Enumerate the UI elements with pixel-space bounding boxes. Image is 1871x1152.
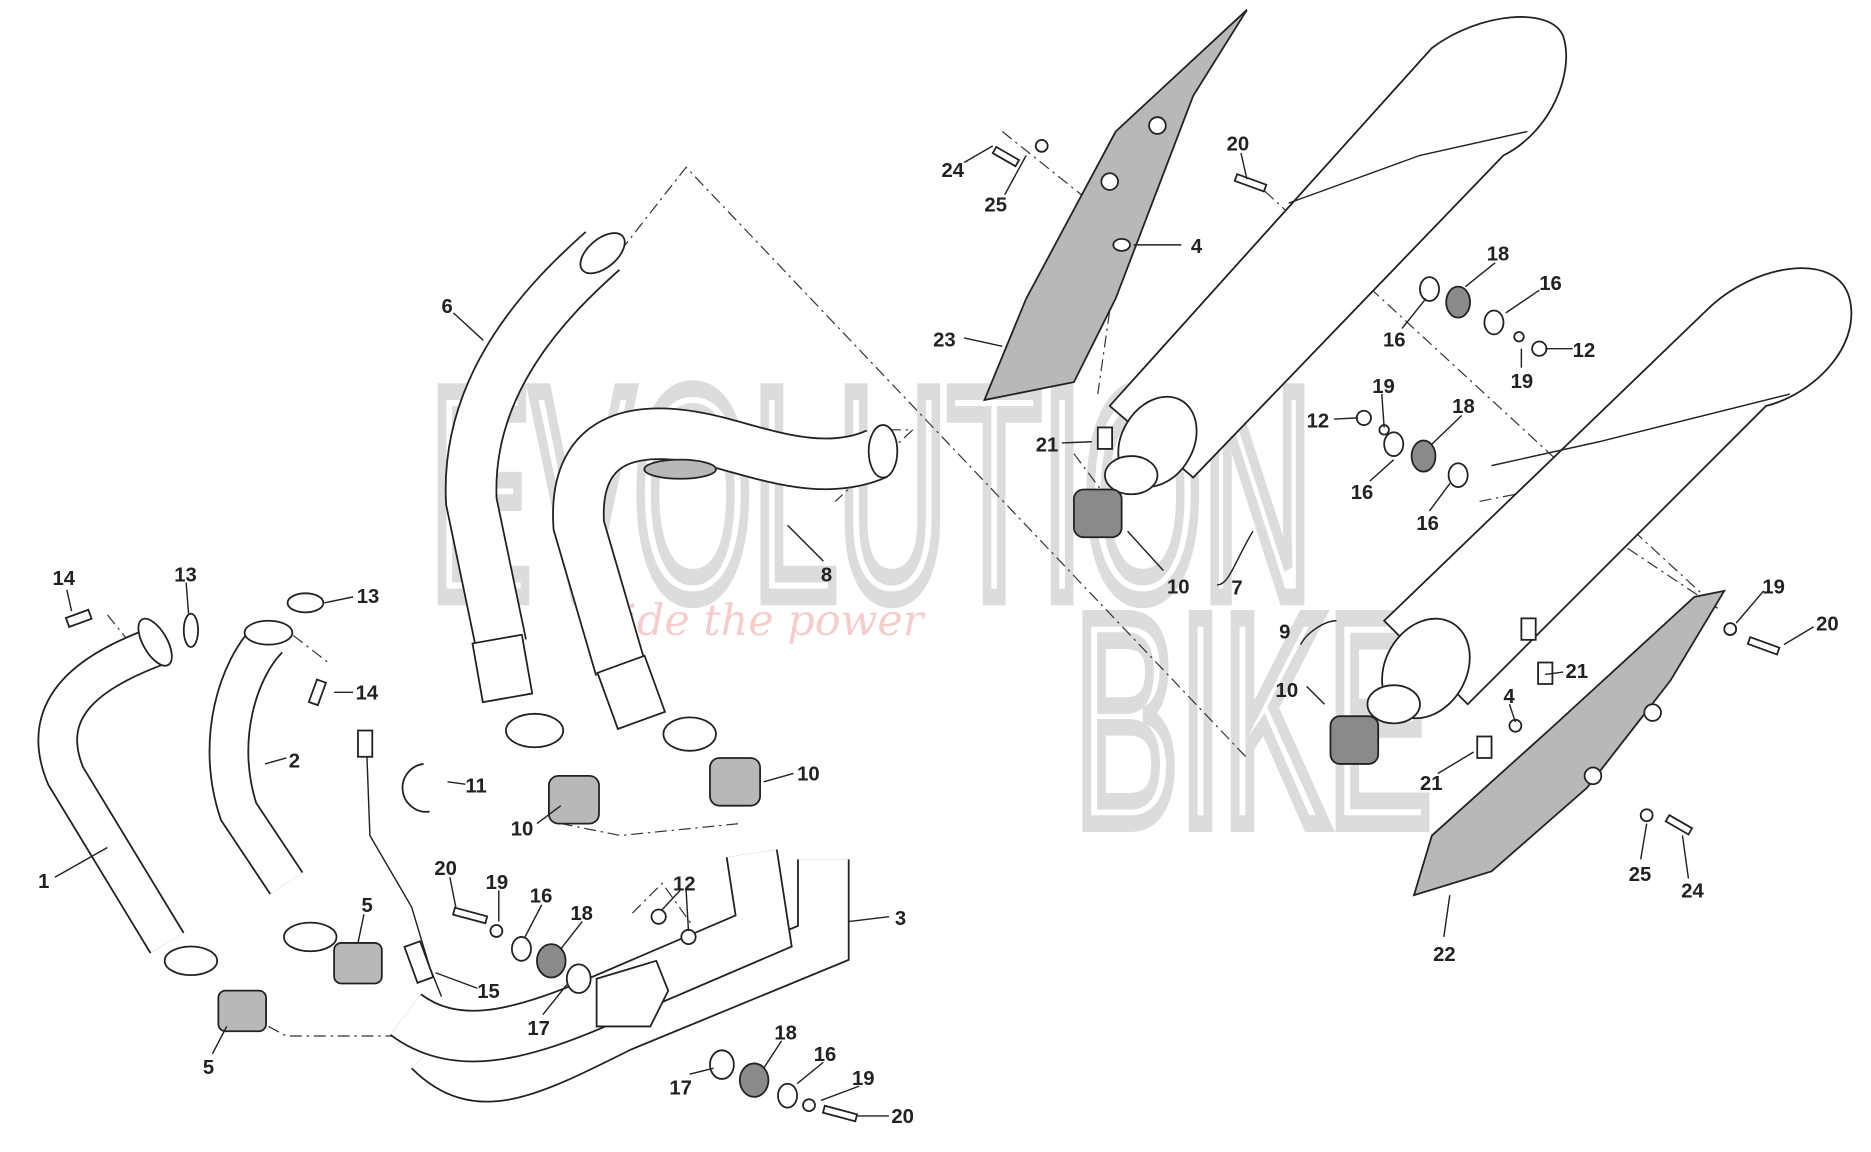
callout: 22	[1433, 944, 1456, 966]
callout: 16	[1416, 513, 1439, 535]
callout: 20	[1227, 134, 1250, 156]
callout: 12	[673, 873, 696, 895]
callout: 12	[1307, 410, 1330, 432]
collector-pipe-3	[389, 849, 850, 1103]
watermark-bike: BIKE	[1074, 555, 1432, 888]
callout: 2	[289, 751, 300, 773]
callout: 24	[1681, 881, 1704, 903]
callout: 24	[941, 160, 964, 182]
callout: 11	[465, 776, 486, 798]
callout: 17	[669, 1077, 692, 1099]
callout: 19	[852, 1068, 875, 1090]
callout: 25	[1629, 864, 1652, 886]
callout: 16	[1539, 273, 1562, 295]
callout: 6	[441, 296, 452, 318]
callout: 21	[1036, 434, 1059, 456]
callout: 16	[530, 885, 553, 907]
link-pipe-8	[552, 407, 899, 731]
bolt-14	[64, 608, 93, 629]
leader-lines	[54, 145, 1815, 1117]
callout: 1	[38, 871, 49, 893]
gasket-13	[286, 592, 325, 614]
callout: 14	[356, 683, 379, 705]
callout: 17	[527, 1018, 550, 1040]
callout: 23	[933, 329, 956, 351]
bolt-14	[307, 678, 328, 707]
callout: 18	[774, 1023, 797, 1045]
heat-shield-23	[982, 9, 1248, 402]
callout: 4	[1503, 686, 1515, 708]
heat-shield-22	[1412, 589, 1727, 897]
sleeve-5	[217, 989, 267, 1033]
callout: 13	[357, 586, 380, 608]
header-pipe-1	[37, 617, 185, 954]
gasket-13	[182, 612, 199, 648]
callout: 10	[511, 819, 534, 841]
callout: 21	[1566, 661, 1589, 683]
silencer-upper-7	[1073, 16, 1568, 539]
sleeve-10	[709, 757, 761, 807]
link-pipe-6	[444, 231, 626, 704]
silencer-lower-9	[1329, 267, 1853, 765]
callout: 21	[1420, 773, 1443, 795]
callout: 18	[570, 903, 593, 925]
sleeve-5	[333, 942, 383, 985]
callout: 12	[1573, 340, 1596, 362]
callout: 16	[1383, 329, 1406, 351]
callout: 20	[891, 1106, 914, 1128]
callout: 9	[1279, 622, 1290, 644]
callout: 25	[984, 194, 1007, 216]
callout: 19	[486, 872, 509, 894]
callout: 8	[821, 564, 832, 586]
callout: 18	[1487, 243, 1510, 265]
clip-11	[401, 763, 430, 813]
callout: 10	[1276, 680, 1299, 702]
lambda-sensor-connector	[357, 729, 374, 758]
lambda-sensor-15	[403, 940, 435, 984]
callout: 5	[362, 895, 373, 917]
sleeve-10	[547, 774, 600, 825]
callout: 19	[1762, 576, 1785, 598]
callout-labels: 14 13 13 14 1 2 11 6 8 10 10 5 5 15 20 1…	[38, 134, 1838, 1128]
callout: 7	[1231, 577, 1242, 599]
header-pipe-2	[208, 619, 304, 895]
clamp	[283, 921, 338, 953]
callout: 16	[814, 1044, 837, 1066]
mount-hardware-left	[451, 906, 859, 1123]
clamp	[505, 712, 565, 749]
mount-hardware-right	[991, 138, 1781, 836]
callout: 10	[797, 764, 820, 786]
callout: 4	[1191, 236, 1203, 258]
callout: 18	[1452, 396, 1475, 418]
callout: 15	[477, 981, 500, 1003]
clamp	[662, 716, 717, 752]
callout: 19	[1372, 376, 1395, 398]
callout: 5	[203, 1057, 214, 1079]
callout: 10	[1167, 576, 1190, 598]
callout: 20	[1816, 613, 1839, 635]
callout: 13	[174, 564, 197, 586]
watermark-tagline: ride the power	[603, 596, 926, 646]
callout: 20	[434, 858, 457, 880]
callout: 3	[895, 908, 906, 930]
callout: 14	[53, 568, 76, 590]
callout: 16	[1351, 482, 1374, 504]
callout: 19	[1511, 371, 1534, 393]
clamp	[163, 945, 219, 977]
